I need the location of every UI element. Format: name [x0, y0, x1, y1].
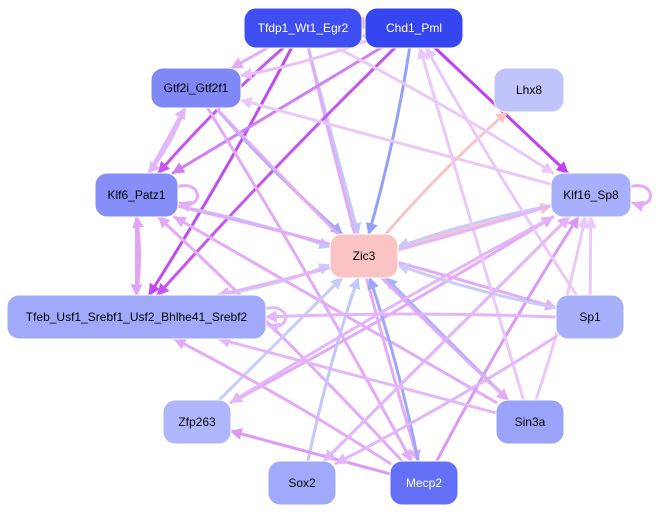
node-tfdp1[interactable]: Tfdp1_Wt1_Egr2 — [243, 7, 363, 49]
node-klf16[interactable]: Klf16_Sp8 — [550, 172, 632, 218]
edge-sin3a-to-tfeb — [217, 335, 498, 415]
edge-tfdp1-to-gtf2i — [230, 46, 269, 70]
edge-zic3-to-lhx8 — [384, 110, 509, 236]
node-box[interactable] — [267, 460, 337, 506]
node-box[interactable] — [329, 233, 399, 279]
node-lhx8[interactable]: Lhx8 — [493, 67, 565, 113]
edge-klf6-to-klf6 — [174, 184, 199, 213]
edge-zfp263-to-zic3 — [217, 276, 344, 402]
edge-sin3a-to-klf6 — [173, 215, 498, 404]
node-box[interactable] — [94, 172, 179, 218]
node-label: Gtf2i_Gtf2f1 — [164, 81, 229, 95]
edge-mecp2-to-zfp263 — [229, 428, 392, 476]
node-label: Zfp263 — [178, 415, 216, 429]
node-label: Lhx8 — [516, 83, 542, 97]
node-tfeb[interactable]: Tfeb_Usf1_Srebf1_Usf2_Bhlhe41_Srebf2 — [6, 294, 267, 340]
edge-tfdp1-to-tfeb — [147, 46, 293, 297]
edge-klf16-to-zfp263 — [229, 215, 555, 404]
node-label: Chd1_Pml — [386, 21, 442, 35]
edge-klf16-to-klf16 — [627, 184, 652, 213]
edge-sin3a-to-chd1 — [417, 46, 526, 402]
node-label: Sp1 — [579, 310, 601, 324]
edge-sp1-to-chd1 — [424, 46, 579, 297]
edge-gtf2i-to-mecp2 — [206, 106, 413, 463]
node-chd1[interactable]: Chd1_Pml — [364, 7, 464, 49]
node-label: Tfdp1_Wt1_Egr2 — [258, 21, 349, 35]
node-box[interactable] — [243, 7, 363, 49]
node-sin3a[interactable]: Sin3a — [495, 399, 565, 445]
node-klf6[interactable]: Klf6_Patz1 — [94, 172, 179, 218]
edge-tfeb-to-tfeb — [262, 306, 287, 335]
edge-sp1-to-zic3 — [396, 263, 558, 310]
node-sox2[interactable]: Sox2 — [267, 460, 337, 506]
node-box[interactable] — [150, 67, 242, 109]
node-gtf2i[interactable]: Gtf2i_Gtf2f1 — [150, 67, 242, 109]
edge-sp1-to-sox2 — [334, 335, 558, 465]
node-box[interactable] — [364, 7, 464, 49]
edge-tfeb-to-klf6 — [132, 215, 145, 297]
node-box[interactable] — [555, 294, 625, 340]
node-sp1[interactable]: Sp1 — [555, 294, 625, 340]
edge-tfdp1-to-klf6 — [156, 46, 285, 175]
edge-klf16-to-gtf2i — [239, 97, 553, 186]
edge-sp1-to-tfeb — [264, 310, 558, 323]
node-box[interactable] — [389, 460, 459, 506]
node-label: Sox2 — [288, 476, 316, 490]
edge-sp1-to-klf16 — [584, 215, 597, 297]
node-label: Sin3a — [515, 415, 546, 429]
edge-tfdp1-to-klf16 — [335, 46, 555, 175]
node-box[interactable] — [162, 399, 232, 445]
node-label: Tfeb_Usf1_Srebf1_Usf2_Bhlhe41_Srebf2 — [26, 310, 248, 324]
node-box[interactable] — [6, 294, 267, 340]
node-zfp263[interactable]: Zfp263 — [162, 399, 232, 445]
edge-klf6-to-gtf2i — [147, 106, 187, 175]
node-box[interactable] — [493, 67, 565, 113]
edge-zfp263-to-klf16 — [229, 215, 555, 404]
edge-klf16-to-sox2 — [322, 215, 571, 463]
node-label: Zic3 — [353, 249, 376, 263]
node-box[interactable] — [550, 172, 632, 218]
node-box[interactable] — [495, 399, 565, 445]
edge-mecp2-to-tfeb — [173, 337, 392, 465]
node-mecp2[interactable]: Mecp2 — [389, 460, 459, 506]
node-zic3[interactable]: Zic3 — [329, 233, 399, 279]
edge-klf16-to-zic3 — [396, 204, 553, 249]
edge-mecp2-to-zic3 — [367, 276, 420, 463]
node-label: Klf16_Sp8 — [563, 188, 619, 202]
node-label: Klf6_Patz1 — [107, 188, 165, 202]
node-label: Mecp2 — [406, 476, 442, 490]
